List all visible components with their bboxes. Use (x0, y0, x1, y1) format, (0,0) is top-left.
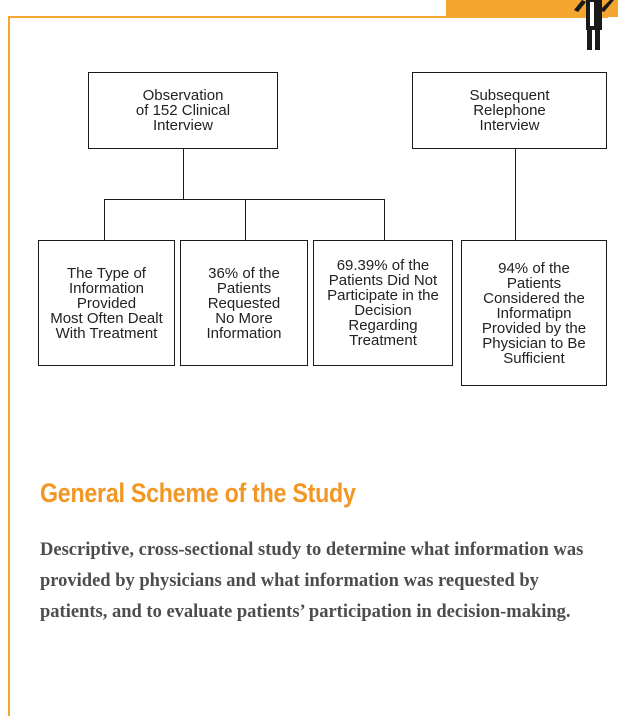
result-box-no-participation: 69.39% of the Patients Did Not Participa… (313, 240, 453, 366)
connector-stem (183, 148, 184, 200)
person-figure-icon (574, 0, 614, 50)
connector-drop-3 (384, 199, 385, 241)
connector-drop-1 (104, 199, 105, 241)
telephone-interview-box: Subsequent Relephone Interview (412, 72, 607, 149)
result-box-information-type: The Type of Information Provided Most Of… (38, 240, 175, 366)
connector-drop-2 (245, 199, 246, 241)
corner-tab (446, 0, 618, 17)
observation-box: Observation of 152 Clinical Interview (88, 72, 278, 149)
study-description: Descriptive, cross-sectional study to de… (40, 540, 584, 622)
page-frame (8, 16, 608, 716)
result-box-no-more-information: 36% of the Patients Requested No More In… (180, 240, 308, 366)
connector-bus (104, 199, 385, 200)
connector-right (515, 148, 516, 241)
result-box-information-sufficient: 94% of the Patients Considered the Infor… (461, 240, 607, 386)
section-heading: General Scheme of the Study (40, 478, 356, 508)
